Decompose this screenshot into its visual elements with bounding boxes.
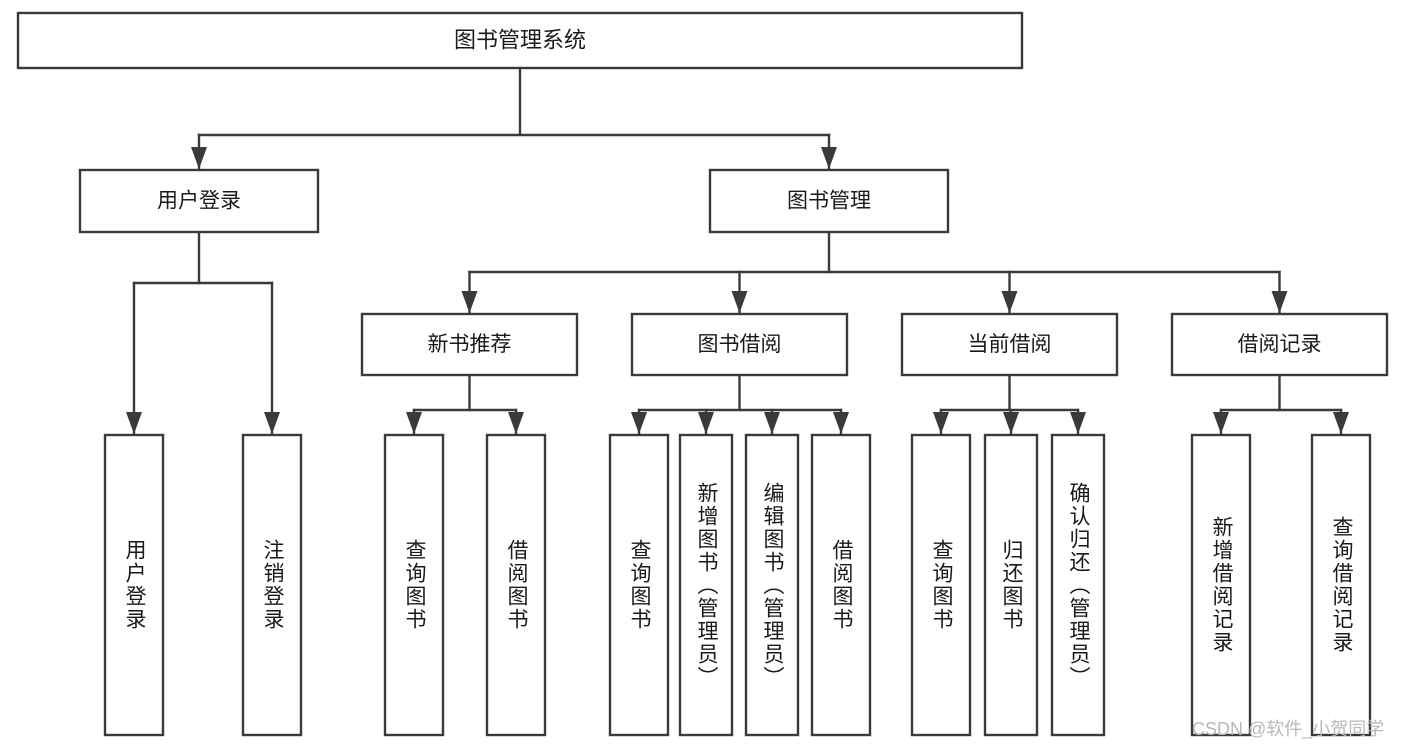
node-leaf-9[interactable] <box>983 433 1039 737</box>
node-level2-0-rect[interactable] <box>78 168 320 234</box>
arrow-down-icon <box>698 412 714 434</box>
node-leaf-7[interactable] <box>810 433 872 737</box>
node-level3-0[interactable]: 新书推荐 <box>360 312 579 377</box>
node-level3-3-label: 借阅记录 <box>1238 333 1322 356</box>
arrow-down-icon <box>264 412 280 434</box>
arrow-down-icon <box>508 412 524 434</box>
node-level3-3[interactable]: 借阅记录 <box>1170 312 1389 377</box>
node-leaf-5-rect[interactable] <box>678 433 734 737</box>
node-level3-0-rect[interactable] <box>360 312 579 377</box>
node-leaf-0[interactable] <box>103 433 165 737</box>
node-leaf-11-rect[interactable] <box>1190 433 1252 737</box>
arrow-down-icon <box>631 412 647 434</box>
node-root-system-label: 图书管理系统 <box>454 27 586 52</box>
node-leaf-8-rect[interactable] <box>910 433 972 737</box>
arrow-down-icon <box>833 412 849 434</box>
node-leaf-5[interactable] <box>678 433 734 737</box>
node-level3-3-rect[interactable] <box>1170 312 1389 377</box>
node-leaf-3-rect[interactable] <box>485 433 547 737</box>
node-root-system[interactable]: 图书管理系统 <box>16 11 1024 70</box>
node-level3-2[interactable]: 当前借阅 <box>900 312 1119 377</box>
node-leaf-10[interactable] <box>1050 433 1106 737</box>
node-level3-1-rect[interactable] <box>630 312 849 377</box>
node-level3-1[interactable]: 图书借阅 <box>630 312 849 377</box>
node-leaf-7-rect[interactable] <box>810 433 872 737</box>
node-leaf-2[interactable] <box>383 433 445 737</box>
node-level3-2-rect[interactable] <box>900 312 1119 377</box>
node-root-system-rect[interactable] <box>16 11 1024 70</box>
node-leaf-10-rect[interactable] <box>1050 433 1106 737</box>
node-level2-0[interactable]: 用户登录 <box>78 168 320 234</box>
arrow-down-icon <box>821 147 837 169</box>
node-level3-2-label: 当前借阅 <box>968 333 1052 356</box>
arrow-down-icon <box>126 412 142 434</box>
node-leaf-1-rect[interactable] <box>241 433 303 737</box>
arrow-down-icon <box>1070 412 1086 434</box>
node-leaf-8[interactable] <box>910 433 972 737</box>
arrow-down-icon <box>461 291 478 313</box>
node-leaf-6-rect[interactable] <box>744 433 800 737</box>
node-leaf-1[interactable] <box>241 433 303 737</box>
node-leaf-2-rect[interactable] <box>383 433 445 737</box>
arrow-down-icon <box>406 412 422 434</box>
arrow-down-icon <box>191 147 207 169</box>
node-level2-1-rect[interactable] <box>708 168 950 234</box>
arrow-down-icon <box>1001 291 1018 313</box>
arrow-down-icon <box>1333 412 1349 434</box>
node-leaf-12[interactable] <box>1310 433 1372 737</box>
arrow-down-icon <box>731 291 748 313</box>
arrow-down-icon <box>1003 412 1019 434</box>
arrow-down-icon <box>933 412 949 434</box>
arrow-down-icon <box>764 412 780 434</box>
csdn-watermark: CSDN @软件_小贺同学 <box>1192 719 1385 739</box>
node-level3-1-label: 图书借阅 <box>698 333 782 356</box>
node-level2-1-label: 图书管理 <box>787 190 871 213</box>
arrow-down-icon <box>1271 291 1288 313</box>
node-leaf-9-rect[interactable] <box>983 433 1039 737</box>
arrow-down-icon <box>1213 412 1229 434</box>
node-level2-1[interactable]: 图书管理 <box>708 168 950 234</box>
node-level2-0-label: 用户登录 <box>157 190 241 213</box>
node-leaf-11[interactable] <box>1190 433 1252 737</box>
connector-layer <box>126 66 1349 435</box>
node-leaf-4[interactable] <box>608 433 670 737</box>
node-leaf-3[interactable] <box>485 433 547 737</box>
node-leaf-12-rect[interactable] <box>1310 433 1372 737</box>
node-leaf-4-rect[interactable] <box>608 433 670 737</box>
node-level3-0-label: 新书推荐 <box>428 333 512 356</box>
node-leaf-0-rect[interactable] <box>103 433 165 737</box>
node-leaf-6[interactable] <box>744 433 800 737</box>
